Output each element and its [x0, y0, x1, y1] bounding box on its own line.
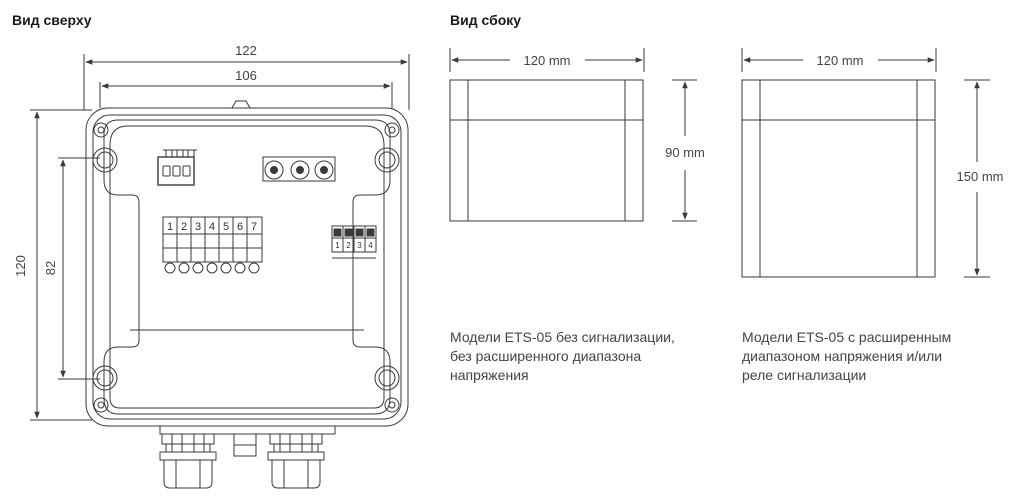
mounting-hole-inner	[96, 369, 114, 387]
mounting-hole-icon	[92, 147, 118, 173]
dim-outer-height: 120	[13, 255, 28, 277]
cable-gland-icon	[267, 433, 325, 489]
terminal-label: 7	[251, 221, 257, 233]
enclosure-outer	[85, 107, 409, 427]
mounting-hole-icon	[92, 365, 118, 391]
top-view-drawing	[30, 54, 410, 489]
side-left-width-label: 120 mm	[524, 53, 571, 68]
side-right-caption: Модели ETS-05 с расширенным диапазоном н…	[742, 328, 1012, 385]
terminal-label: 2	[181, 221, 187, 233]
side-right-width-label: 120 mm	[817, 53, 864, 68]
enclosure-outer-inset	[92, 114, 402, 420]
screw-center	[97, 401, 105, 409]
dim-outer-width: 122	[235, 43, 257, 58]
terminal-label: 6	[237, 221, 243, 233]
side-box	[449, 79, 644, 222]
dip-label: 3	[357, 241, 362, 250]
terminal-labels: 1 2 3 4 5 6 7	[167, 221, 257, 233]
terminal-label: 3	[195, 221, 201, 233]
side-left-caption: Модели ETS-05 без сигнализации, без расш…	[450, 328, 740, 385]
caption-line: Модели ETS-05 без сигнализации,	[450, 329, 675, 345]
mounting-hole-icon	[374, 147, 400, 173]
dip-label: 1	[335, 241, 340, 250]
caption-line: напряжения	[450, 367, 529, 383]
screw-center	[388, 126, 396, 134]
side-right-height-label: 150 mm	[957, 169, 1004, 184]
screw-icon	[384, 397, 400, 413]
dim-inner-width: 106	[235, 68, 257, 83]
cable-gland-icon	[159, 433, 217, 489]
side-view-left	[449, 48, 697, 222]
terminal-block	[162, 216, 263, 274]
terminal-label: 1	[167, 221, 173, 233]
inner-housing	[109, 125, 385, 409]
terminal-label: 5	[223, 221, 229, 233]
mounting-hole-icon	[374, 365, 400, 391]
mounting-hole-inner	[96, 151, 114, 169]
mounting-hole-inner	[378, 151, 396, 169]
dim-inner-height: 82	[43, 261, 58, 275]
rotary-switches	[262, 156, 336, 182]
caption-line: диапазоном напряжения и/или	[742, 348, 943, 364]
screw-icon	[93, 397, 109, 413]
side-view-title: Вид сбоку	[450, 12, 522, 28]
screw-icon	[93, 122, 109, 138]
side-left-height-label: 90 mm	[665, 145, 705, 160]
screw-icon	[384, 122, 400, 138]
three-pin-connector	[157, 149, 197, 186]
dip-switch	[331, 225, 377, 259]
dip-labels: 1 2 3 4	[335, 241, 373, 250]
side-view-right	[741, 48, 990, 278]
cable-glands	[159, 425, 336, 489]
rotary-switch-icon	[290, 160, 310, 180]
screw-center	[97, 126, 105, 134]
caption-line: Модели ETS-05 с расширенным	[742, 329, 952, 345]
enclosure-tab	[231, 100, 251, 109]
dip-label: 2	[346, 241, 351, 250]
screw-center	[388, 401, 396, 409]
mounting-hole-inner	[378, 369, 396, 387]
rotary-switch-icon	[314, 160, 334, 180]
caption-line: без расширенного диапазона	[450, 348, 642, 364]
lid-outline	[103, 119, 391, 415]
caption-line: реле сигнализации	[742, 367, 867, 383]
side-box	[741, 79, 936, 278]
dip-label: 4	[368, 241, 373, 250]
top-view-title: Вид сверху	[12, 12, 92, 28]
rotary-switch-icon	[264, 160, 284, 180]
terminal-label: 4	[209, 221, 215, 233]
